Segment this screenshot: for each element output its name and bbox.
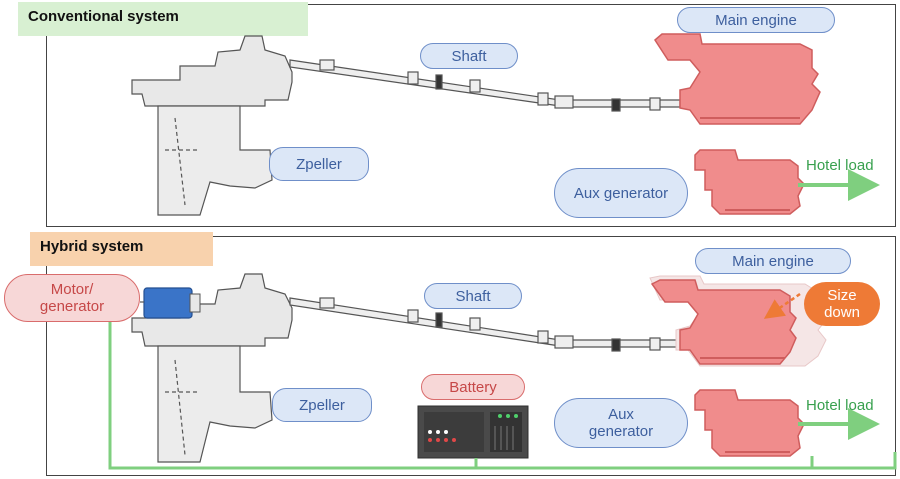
- conventional-aux-generator-shape: [694, 149, 805, 215]
- hybrid-aux-generator-shape: [694, 389, 805, 457]
- hybrid-main-engine-label: Main engine: [695, 248, 851, 274]
- conventional-thruster: [131, 35, 293, 216]
- conventional-main-engine-label: Main engine: [677, 7, 835, 33]
- conventional-shaft-label: Shaft: [420, 43, 518, 69]
- hybrid-thruster: [131, 273, 293, 463]
- conventional-hotel-load-label: Hotel load: [806, 157, 874, 174]
- battery-label: Battery: [421, 374, 525, 400]
- conventional-shaft-line: [289, 59, 681, 112]
- electrical-bus-line: [108, 322, 897, 470]
- hybrid-title: Hybrid system: [30, 232, 213, 266]
- hybrid-hotel-load-label: Hotel load: [806, 397, 874, 414]
- battery-cabinet: [417, 405, 529, 459]
- hybrid-shaft-line: [289, 297, 681, 352]
- hybrid-shaft-label: Shaft: [424, 283, 522, 309]
- hybrid-panel: [46, 236, 896, 476]
- hybrid-zpeller-label: Zpeller: [272, 388, 372, 422]
- size-down-badge: Size down: [804, 282, 880, 326]
- hybrid-electric-motor: [143, 287, 201, 319]
- conventional-aux-generator-label: Aux generator: [554, 168, 688, 218]
- conventional-title: Conventional system: [18, 2, 308, 36]
- hybrid-aux-generator-label: Aux generator: [554, 398, 688, 448]
- conventional-main-engine-shape: [654, 33, 821, 125]
- motor-generator-label: Motor/ generator: [4, 274, 140, 322]
- conventional-panel: [46, 4, 896, 227]
- hybrid-main-engine-shape: [650, 279, 797, 365]
- conventional-zpeller-label: Zpeller: [269, 147, 369, 181]
